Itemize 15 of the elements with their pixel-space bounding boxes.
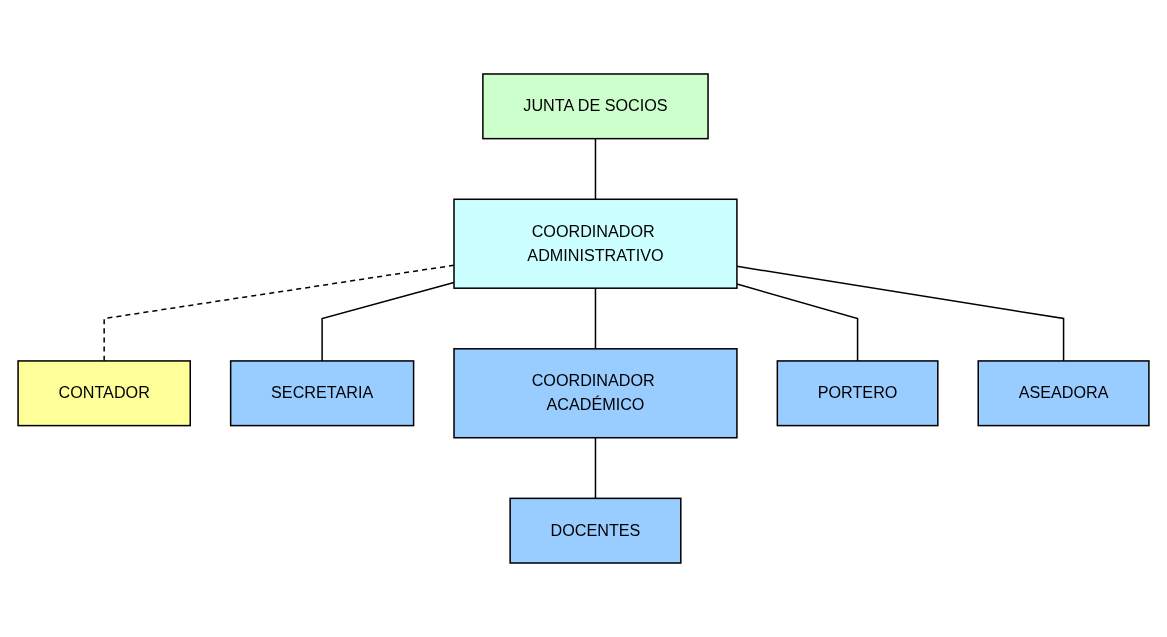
node-box: COORDINADOR ADMINISTRATIVO xyxy=(453,198,738,289)
node-box: DOCENTES xyxy=(509,497,682,564)
node-box: PORTERO xyxy=(776,360,939,427)
connector xyxy=(594,436,597,500)
node-box: SECRETARIA xyxy=(229,360,415,427)
node-box: JUNTA DE SOCIOS xyxy=(482,73,709,140)
connector xyxy=(321,281,455,362)
connector xyxy=(103,264,455,362)
connector xyxy=(736,265,1065,362)
node-box: COORDINADOR ACADÉMICO xyxy=(453,348,738,439)
connector xyxy=(736,283,859,362)
node-box: CONTADOR xyxy=(17,360,191,427)
connector xyxy=(594,287,597,350)
node-box: ASEADORA xyxy=(977,360,1150,427)
connector xyxy=(594,137,597,201)
